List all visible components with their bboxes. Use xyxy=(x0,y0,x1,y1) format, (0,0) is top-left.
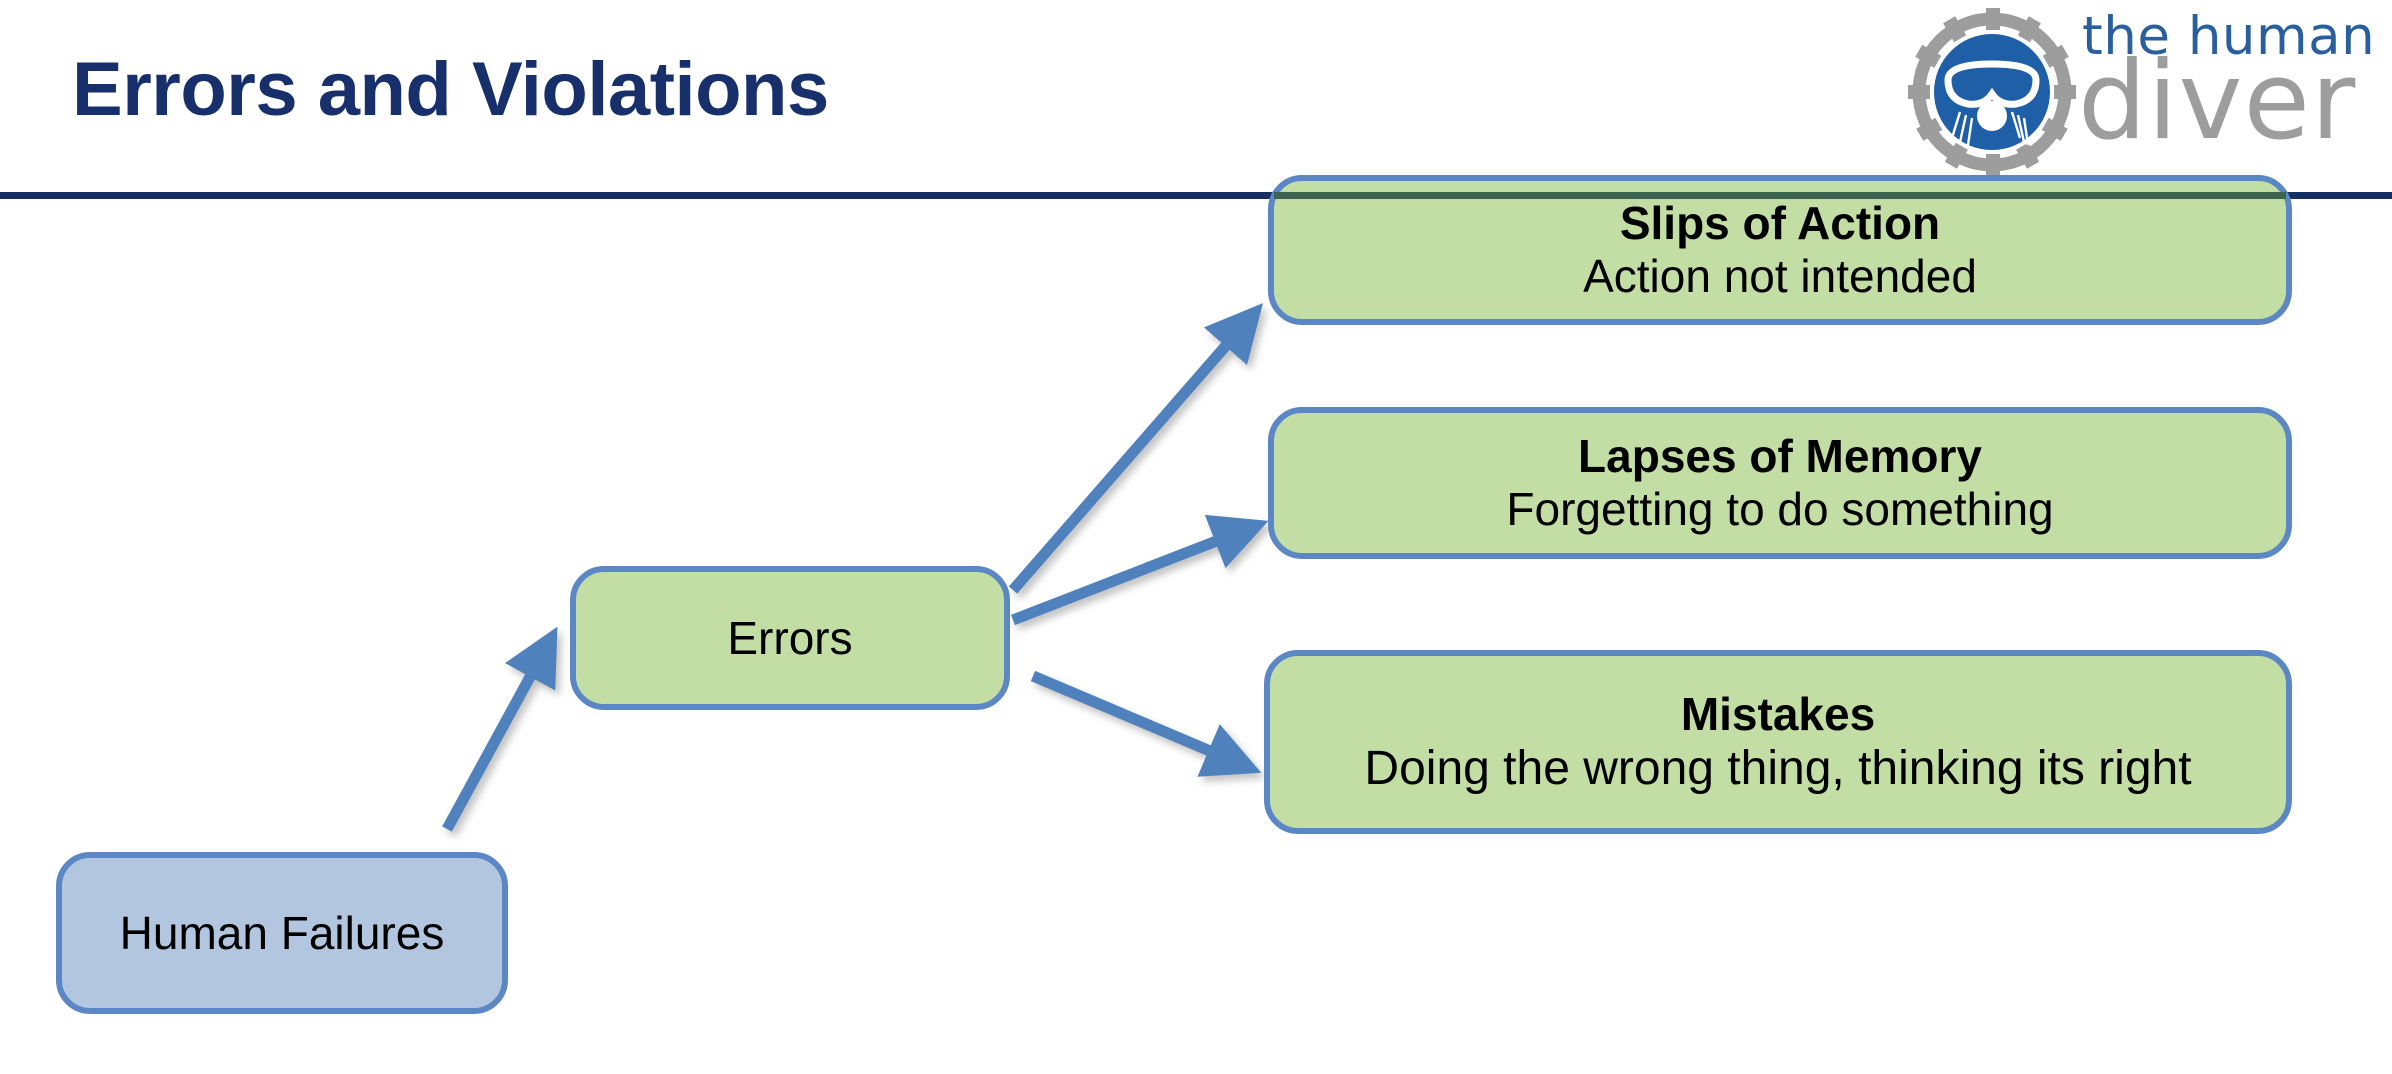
node-human-failures[interactable]: Human Failures xyxy=(56,852,508,1014)
title-divider-rule xyxy=(0,192,2392,199)
node-lapses-of-memory[interactable]: Lapses of Memory Forgetting to do someth… xyxy=(1268,407,2292,559)
edge-errors-to-slips xyxy=(1008,303,1264,594)
node-human-failures-label: Human Failures xyxy=(119,906,445,959)
node-lapses-heading: Lapses of Memory xyxy=(1578,430,1982,483)
edge-errors-to-lapses xyxy=(1011,514,1269,626)
node-errors[interactable]: Errors xyxy=(570,566,1010,710)
gear-diver-mask-icon xyxy=(1908,8,2076,176)
edge-errors-to-mistakes xyxy=(1030,670,1262,777)
node-mistakes-heading: Mistakes xyxy=(1680,687,1876,740)
node-lapses-subtitle: Forgetting to do something xyxy=(1506,483,2054,535)
brand-wordmark-line-2: diver xyxy=(2078,39,2357,164)
node-errors-label: Errors xyxy=(727,611,853,664)
title-divider-rule-overlap xyxy=(1274,192,2286,199)
page-title: Errors and Violations xyxy=(72,47,829,132)
node-slips-heading: Slips of Action xyxy=(1619,197,1941,250)
node-slips-subtitle: Action not intended xyxy=(1583,250,1977,302)
edge-human-failures-to-errors xyxy=(442,626,558,832)
brand-wordmark: the human diver xyxy=(2076,8,2376,174)
node-mistakes[interactable]: Mistakes Doing the wrong thing, thinking… xyxy=(1264,650,2292,834)
brand-wordmark-line-1: the human xyxy=(2082,6,2376,67)
node-mistakes-subtitle: Doing the wrong thing, thinking its righ… xyxy=(1364,741,2192,795)
node-slips-of-action[interactable]: Slips of Action Action not intended xyxy=(1268,175,2292,325)
brand-logo: the human diver xyxy=(1908,6,2378,176)
